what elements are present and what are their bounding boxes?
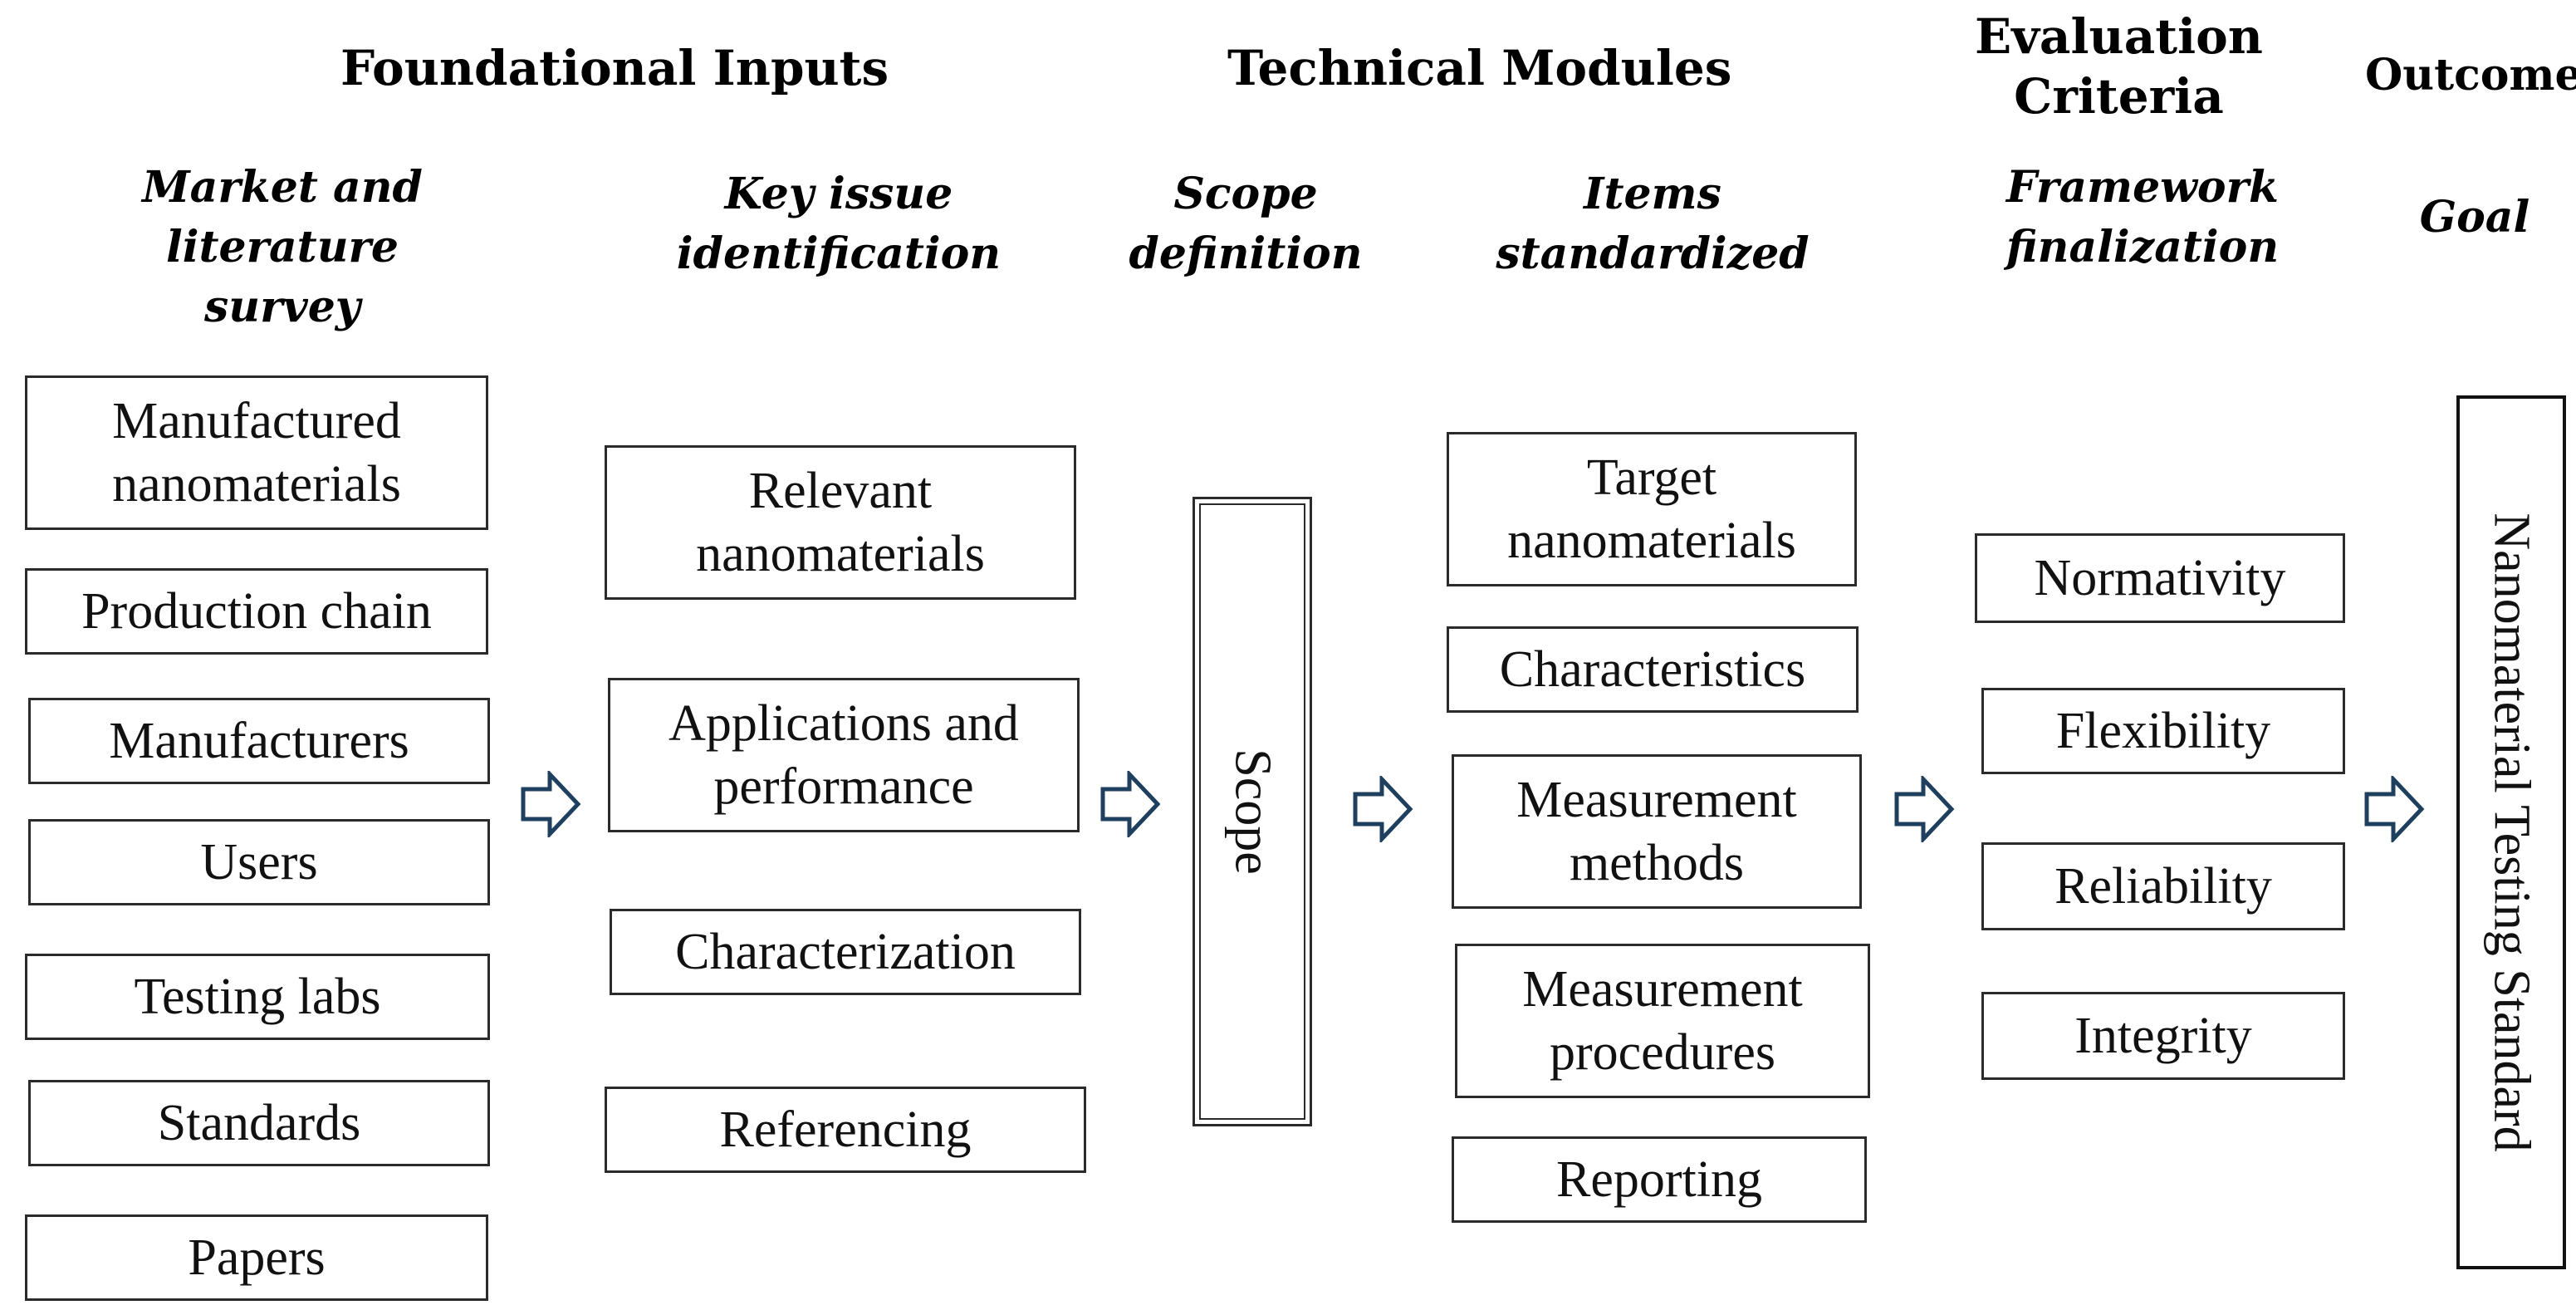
goal-label: Nanomaterial Testing Standard	[2483, 513, 2540, 1152]
goal-box: Nanomaterial Testing Standard	[2456, 395, 2566, 1269]
survey-box-manufactured-nanomaterials: Manufactured nanomaterials	[25, 375, 488, 530]
flow-arrow-shape	[1894, 776, 1955, 842]
subheader-items-line2: standardized	[1496, 228, 1810, 279]
standardized-box-line: Target	[1586, 449, 1717, 506]
standardized-box-line: Measurement	[1516, 772, 1797, 828]
subheader-issue: Key issue identification	[648, 164, 1030, 284]
flow-arrow-4-icon	[1894, 776, 1955, 842]
criteria-box-label: Flexibility	[2055, 703, 2271, 759]
standardized-box-reporting: Reporting	[1452, 1136, 1867, 1223]
survey-box-users: Users	[28, 819, 490, 905]
flow-arrow-shape	[2364, 776, 2425, 842]
issue-box-line: performance	[713, 758, 974, 815]
criteria-box-label: Integrity	[2074, 1008, 2252, 1064]
issue-box-referencing: Referencing	[605, 1087, 1086, 1173]
subheader-scope-line1: Scope	[1173, 169, 1318, 219]
subheader-scope-line2: definition	[1129, 228, 1363, 279]
scope-label: Scope	[1224, 748, 1281, 875]
header-evaluation-line1: Evaluation	[1975, 8, 2263, 65]
issue-box-label: Characterization	[675, 924, 1016, 980]
survey-box-line: Manufactured	[112, 393, 401, 449]
survey-box-label: Standards	[157, 1095, 361, 1151]
subheader-survey-line2: survey	[204, 282, 360, 332]
header-evaluation-criteria: Evaluation Criteria	[1975, 7, 2263, 126]
subheader-items-line1: Items	[1584, 169, 1721, 219]
issue-box-relevant-nanomaterials: Relevant nanomaterials	[605, 445, 1076, 600]
flow-arrow-2-icon	[1100, 771, 1161, 837]
criteria-box-integrity: Integrity	[1981, 992, 2345, 1080]
standardized-box-line: methods	[1569, 835, 1745, 891]
criteria-box-reliability: Reliability	[1981, 842, 2345, 930]
subheader-framework-line1: Framework	[2005, 162, 2280, 213]
scope-box: Scope	[1193, 497, 1312, 1126]
survey-box-testing-labs: Testing labs	[25, 954, 490, 1040]
subheader-issue-line2: identification	[676, 228, 1002, 279]
survey-box-line: nanomaterials	[112, 456, 401, 513]
subheader-framework: Framework finalization	[1976, 158, 2309, 277]
survey-box-label: Users	[200, 834, 318, 891]
criteria-box-label: Normativity	[2034, 550, 2286, 606]
standardized-box-line: nanomaterials	[1507, 513, 1796, 569]
standardized-box-measurement-methods: Measurement methods	[1452, 754, 1862, 909]
survey-box-label: Production chain	[81, 583, 432, 640]
subheader-goal: Goal	[2419, 192, 2530, 243]
issue-box-line: nanomaterials	[696, 526, 985, 582]
subheader-survey-line1: Market and literature	[142, 162, 423, 272]
issue-box-applications-performance: Applications and performance	[608, 678, 1080, 832]
criteria-box-label: Reliability	[2054, 858, 2272, 915]
flow-arrow-1-icon	[521, 771, 581, 837]
survey-box-manufacturers: Manufacturers	[28, 698, 490, 784]
header-technical-modules: Technical Modules	[1227, 40, 1732, 96]
issue-box-characterization: Characterization	[610, 909, 1081, 995]
flow-arrow-shape	[1100, 771, 1161, 837]
standardized-box-target-nanomaterials: Target nanomaterials	[1447, 432, 1857, 586]
subheader-scope: Scope definition	[1104, 164, 1387, 284]
subheader-items: Items standardized	[1478, 164, 1827, 284]
standardized-box-line: Measurement	[1522, 961, 1803, 1018]
flow-arrow-shape	[1353, 776, 1413, 842]
standardized-box-measurement-procedures: Measurement procedures	[1455, 944, 1870, 1098]
standardized-box-label: Characteristics	[1499, 641, 1806, 698]
criteria-box-normativity: Normativity	[1975, 533, 2345, 623]
criteria-box-flexibility: Flexibility	[1981, 688, 2345, 774]
survey-box-label: Testing labs	[134, 969, 381, 1025]
flow-arrow-shape	[521, 771, 581, 837]
issue-box-label: Referencing	[719, 1101, 972, 1158]
survey-box-label: Manufacturers	[109, 713, 409, 769]
standardized-box-line: procedures	[1550, 1024, 1775, 1081]
scope-box-inner-border	[1199, 503, 1305, 1120]
subheader-survey: Market and literature survey	[33, 158, 531, 337]
subheader-issue-line1: Key issue	[724, 169, 953, 219]
flow-arrow-5-icon	[2364, 776, 2425, 842]
header-evaluation-line2: Criteria	[2014, 68, 2224, 125]
survey-box-standards: Standards	[28, 1080, 490, 1166]
header-outcome: Outcome	[2365, 50, 2576, 101]
standardized-box-label: Reporting	[1556, 1151, 1762, 1208]
subheader-framework-line2: finalization	[2005, 222, 2280, 272]
issue-box-line: Relevant	[748, 463, 933, 519]
survey-box-label: Papers	[188, 1229, 326, 1286]
survey-box-production-chain: Production chain	[25, 568, 488, 655]
flow-arrow-3-icon	[1353, 776, 1413, 842]
issue-box-line: Applications and	[668, 695, 1019, 752]
survey-box-papers: Papers	[25, 1214, 488, 1301]
header-foundational-inputs: Foundational Inputs	[340, 40, 889, 96]
standardized-box-characteristics: Characteristics	[1447, 626, 1859, 713]
